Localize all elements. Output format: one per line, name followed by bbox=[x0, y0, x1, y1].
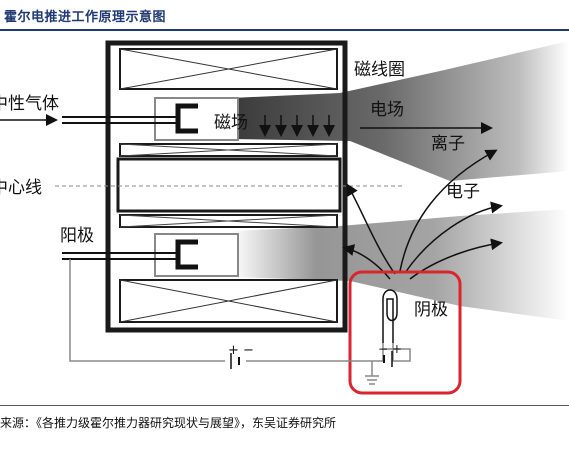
anode-label: 阳极 bbox=[60, 226, 94, 246]
ground-symbol bbox=[365, 361, 379, 385]
plasma-plume-upper bbox=[232, 41, 569, 181]
magnetic-field-arrows bbox=[259, 115, 335, 137]
cathode-highlight-box bbox=[348, 270, 462, 395]
hall-thruster-diagram: + − − + 磁线圈 中性气体 磁场 电场 离子 中心线 电子 阳极 阴极 bbox=[0, 40, 569, 395]
electric-field-label: 电场 bbox=[370, 100, 404, 120]
upper-anode bbox=[175, 103, 198, 134]
top-coil-cross-b bbox=[119, 48, 338, 90]
magnetic-field-label: 磁场 bbox=[214, 113, 248, 133]
center-line-label: 中心线 bbox=[0, 178, 42, 198]
center-core bbox=[116, 157, 342, 213]
cathode-circuit-wire bbox=[383, 343, 411, 362]
cathode-battery-polarity-label: − + bbox=[378, 342, 402, 356]
battery-polarity-label: + − bbox=[228, 343, 254, 358]
plasma-plume-lower bbox=[232, 209, 569, 321]
cathode-label: 阴极 bbox=[414, 300, 448, 320]
neutral-gas-label: 中性气体 bbox=[0, 94, 59, 114]
ions-label: 离子 bbox=[431, 134, 465, 154]
figure-title: 霍尔电推进工作原理示意图 bbox=[4, 10, 167, 25]
inner-plate-bottom-cross-b bbox=[119, 214, 338, 228]
inner-plate-top-cross-b bbox=[119, 143, 338, 157]
electron-paths bbox=[342, 149, 503, 280]
lower-anode bbox=[175, 239, 198, 270]
cathode-filament bbox=[382, 289, 398, 343]
source-note: 来源：《各推力级霍尔推力器研究现状与展望》，东吴证券研究所 bbox=[0, 416, 337, 430]
bottom-coil-cross-b bbox=[119, 279, 338, 323]
source-divider bbox=[0, 405, 569, 406]
coil-label: 磁线圈 bbox=[354, 60, 405, 80]
title-divider bbox=[0, 29, 569, 31]
electrons-label: 电子 bbox=[446, 182, 480, 202]
